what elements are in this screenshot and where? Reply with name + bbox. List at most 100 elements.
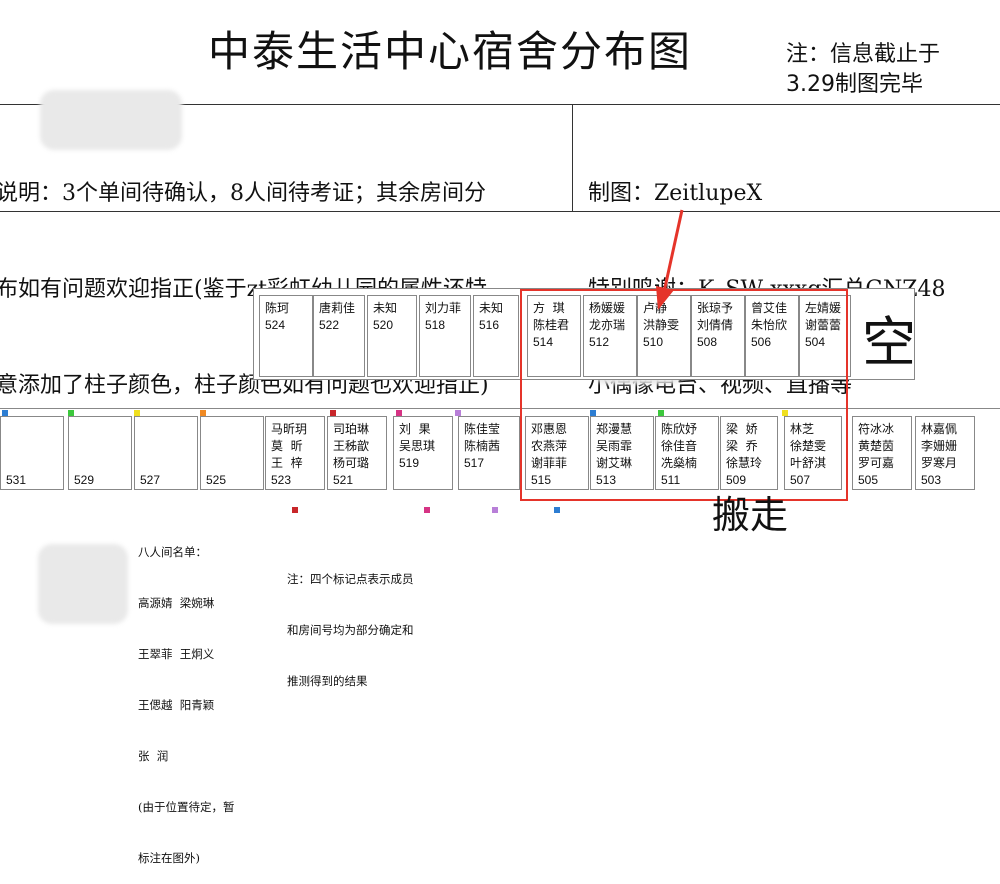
pillar-marker bbox=[134, 410, 140, 416]
moved-label: 搬走 bbox=[712, 493, 789, 537]
room-number: 524 bbox=[265, 318, 286, 332]
pillar-marker bbox=[658, 410, 664, 416]
room-names: 刘力菲 bbox=[425, 301, 462, 315]
page-title: 中泰生活中心宿舍分布图 bbox=[208, 27, 693, 76]
bottom-room-509: 梁 娇 梁 乔 徐慧玲 509 bbox=[720, 416, 778, 490]
room-names: 司珀琳 王秭歆 杨可璐 bbox=[333, 422, 370, 470]
pillar-marker bbox=[330, 410, 336, 416]
blur-patch bbox=[38, 544, 128, 624]
top-room-518: 刘力菲 518 bbox=[419, 295, 471, 377]
red-arrow-icon bbox=[656, 209, 684, 310]
empty-label: 空 bbox=[862, 311, 916, 374]
room-number: 509 bbox=[726, 473, 747, 487]
room-number: 525 bbox=[206, 473, 227, 487]
room-names: 林芝 徐楚雯 叶舒淇 bbox=[790, 422, 827, 470]
moved-rooms-highlight bbox=[520, 289, 848, 501]
room-number: 516 bbox=[479, 318, 500, 332]
room-names: 陈欣妤 徐佳音 冼燊楠 bbox=[661, 422, 698, 470]
room-names: 郑漫慧 吴雨霏 谢艾琳 bbox=[596, 422, 633, 470]
pillar-marker bbox=[782, 410, 788, 416]
room-names: 未知 bbox=[479, 301, 504, 315]
room-names: 邓惠恩 农燕萍 谢菲菲 bbox=[531, 422, 568, 470]
room-names: 未知 bbox=[373, 301, 398, 315]
top-room-516: 未知 516 bbox=[473, 295, 519, 377]
eight-list-line: 高源婧 梁婉琳 bbox=[138, 596, 215, 610]
date-note: 注：信息截止于 3.29制图完毕 bbox=[786, 40, 940, 100]
date-note-line1: 注：信息截止于 bbox=[786, 42, 941, 67]
bottom-room-527: 527 bbox=[134, 416, 198, 490]
pillar-marker bbox=[492, 507, 498, 513]
room-names: 马昕玥 莫 昕 王 梓 bbox=[271, 422, 308, 470]
pillar-marker bbox=[554, 507, 560, 513]
blur-patch bbox=[40, 90, 182, 150]
pillar-marker bbox=[200, 410, 206, 416]
top-room-524: 陈珂 524 bbox=[259, 295, 313, 377]
pillar-marker bbox=[68, 410, 74, 416]
date-note-line2: 3.29制图完毕 bbox=[786, 72, 923, 97]
bottom-room-511: 陈欣妤 徐佳音 冼燊楠 511 bbox=[655, 416, 719, 490]
top-room-522: 唐莉佳 522 bbox=[313, 295, 365, 377]
bottom-room-503: 林嘉佩 李姗姗 罗寒月 503 bbox=[915, 416, 975, 490]
marker-note: 注：四个标记点表示成员 和房间号均为部分确定和 推测得到的结果 bbox=[287, 537, 414, 707]
pillar-marker bbox=[292, 507, 298, 513]
bottom-room-521: 司珀琳 王秭歆 杨可璐 521 bbox=[327, 416, 387, 490]
pillar-marker bbox=[590, 410, 596, 416]
bottom-room-529: 529 bbox=[68, 416, 132, 490]
pillar-marker bbox=[424, 507, 430, 513]
eight-list-line: 标注在图外) bbox=[138, 851, 200, 865]
pillar-marker bbox=[396, 410, 402, 416]
room-number: 522 bbox=[319, 318, 340, 332]
room-number: 529 bbox=[74, 473, 95, 487]
room-names: 方 琪 陈桂君 bbox=[533, 301, 570, 332]
eight-list-line: 张 润 bbox=[138, 749, 169, 763]
room-number: 507 bbox=[790, 473, 811, 487]
eight-list-line: (由于位置待定，暂 bbox=[138, 800, 235, 814]
header-box bbox=[0, 104, 1000, 212]
room-number: 505 bbox=[858, 473, 879, 487]
room-names: 陈珂 bbox=[265, 301, 290, 315]
bottom-corridor-line bbox=[0, 408, 1000, 409]
room-number: 523 bbox=[271, 473, 292, 487]
bottom-room-531: 531 bbox=[0, 416, 64, 490]
room-number: 518 bbox=[425, 318, 446, 332]
description-left-line: 说明：3个单间待确认，8人间待考证；其余房间分 bbox=[0, 181, 486, 206]
top-room-508: 张琼予 刘倩倩 508 bbox=[691, 295, 745, 377]
room-names: 唐莉佳 bbox=[319, 301, 356, 315]
marker-note-line: 注：四个标记点表示成员 bbox=[287, 572, 414, 586]
credits-line: 制图：ZeitlupeX bbox=[588, 181, 763, 206]
top-room-520: 未知 520 bbox=[367, 295, 417, 377]
top-room-504: 左婧媛 谢蕾蕾 504 bbox=[799, 295, 851, 377]
room-names: 梁 娇 梁 乔 徐慧玲 bbox=[726, 422, 763, 470]
room-number: 511 bbox=[661, 473, 681, 487]
header-divider bbox=[572, 104, 573, 212]
bottom-room-505: 符冰冰 黄楚茵 罗可嘉 505 bbox=[852, 416, 912, 490]
room-names: 张琼予 刘倩倩 bbox=[697, 301, 734, 332]
room-names: 杨媛媛 龙亦瑞 bbox=[589, 301, 626, 332]
room-number: 513 bbox=[596, 473, 617, 487]
room-number: 520 bbox=[373, 318, 394, 332]
room-number: 504 bbox=[805, 335, 826, 349]
room-number: 510 bbox=[643, 335, 664, 349]
room-number: 521 bbox=[333, 473, 354, 487]
room-names: 林嘉佩 李姗姗 罗寒月 bbox=[921, 422, 958, 470]
pillar-marker bbox=[2, 410, 8, 416]
bottom-room-525: 525 bbox=[200, 416, 264, 490]
room-number: 503 bbox=[921, 473, 942, 487]
room-names: 符冰冰 黄楚茵 罗可嘉 bbox=[858, 422, 895, 470]
eight-person-list: 八人间名单： 高源婧 梁婉琳 王翠菲 王炯义 王偲越 阳青颖 张 润 (由于位置… bbox=[138, 510, 235, 884]
marker-note-line: 和房间号均为部分确定和 bbox=[287, 623, 414, 637]
room-number: 506 bbox=[751, 335, 772, 349]
eight-list-line: 王偲越 阳青颖 bbox=[138, 698, 215, 712]
eight-list-line: 王翠菲 王炯义 bbox=[138, 647, 215, 661]
bottom-room-523: 马昕玥 莫 昕 王 梓 523 bbox=[265, 416, 325, 490]
pillar-marker bbox=[455, 410, 461, 416]
room-names: 左婧媛 谢蕾蕾 bbox=[805, 301, 842, 332]
room-number: 519 bbox=[399, 456, 420, 470]
room-number: 508 bbox=[697, 335, 718, 349]
